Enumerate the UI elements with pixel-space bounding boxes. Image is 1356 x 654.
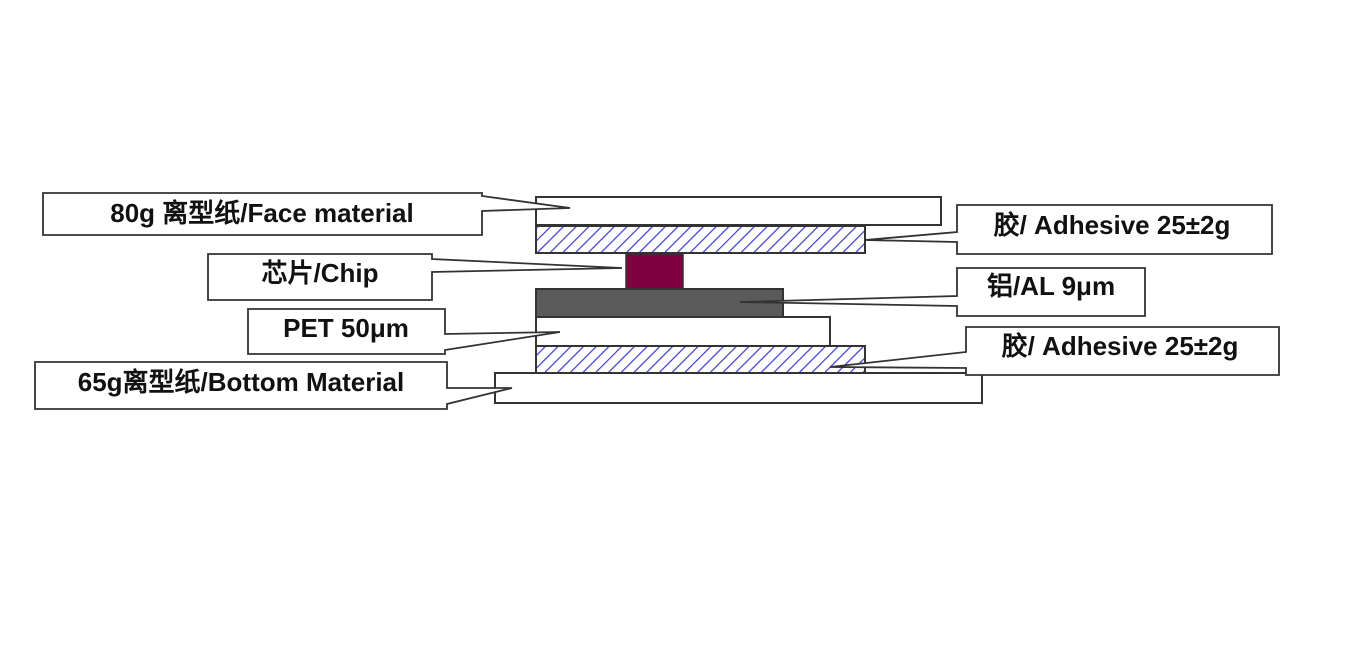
layer-adhesive-top: [535, 225, 866, 254]
label-pet: PET 50μm: [283, 313, 409, 343]
layer-pet: [535, 316, 831, 347]
layer-bottom-material: [494, 372, 983, 404]
callout-adhesive-top: [864, 204, 1273, 255]
label-adhesive-top: 胶/ Adhesive 25±2g: [994, 210, 1231, 240]
label-aluminum: 铝/AL 9μm: [987, 271, 1115, 301]
layer-chip: [625, 253, 684, 290]
callout-face-material: [42, 192, 571, 236]
layer-adhesive-bottom: [535, 345, 866, 374]
callouts: [34, 192, 1280, 410]
layers: [494, 196, 983, 404]
label-face-material: 80g 离型纸/Face material: [110, 198, 413, 228]
label-bottom-material: 65g离型纸/Bottom Material: [78, 367, 405, 397]
callout-chip: [207, 253, 623, 301]
callout-aluminum: [739, 267, 1146, 317]
callout-bottom-material: [34, 361, 513, 410]
label-adhesive-bottom: 胶/ Adhesive 25±2g: [1002, 331, 1239, 361]
callout-pet: [247, 308, 561, 355]
layer-face-material: [535, 196, 942, 226]
labels: 80g 离型纸/Face material 芯片/Chip PET 50μm 6…: [78, 198, 1239, 397]
callout-adhesive-bottom: [829, 326, 1280, 376]
label-chip: 芯片/Chip: [262, 258, 379, 288]
